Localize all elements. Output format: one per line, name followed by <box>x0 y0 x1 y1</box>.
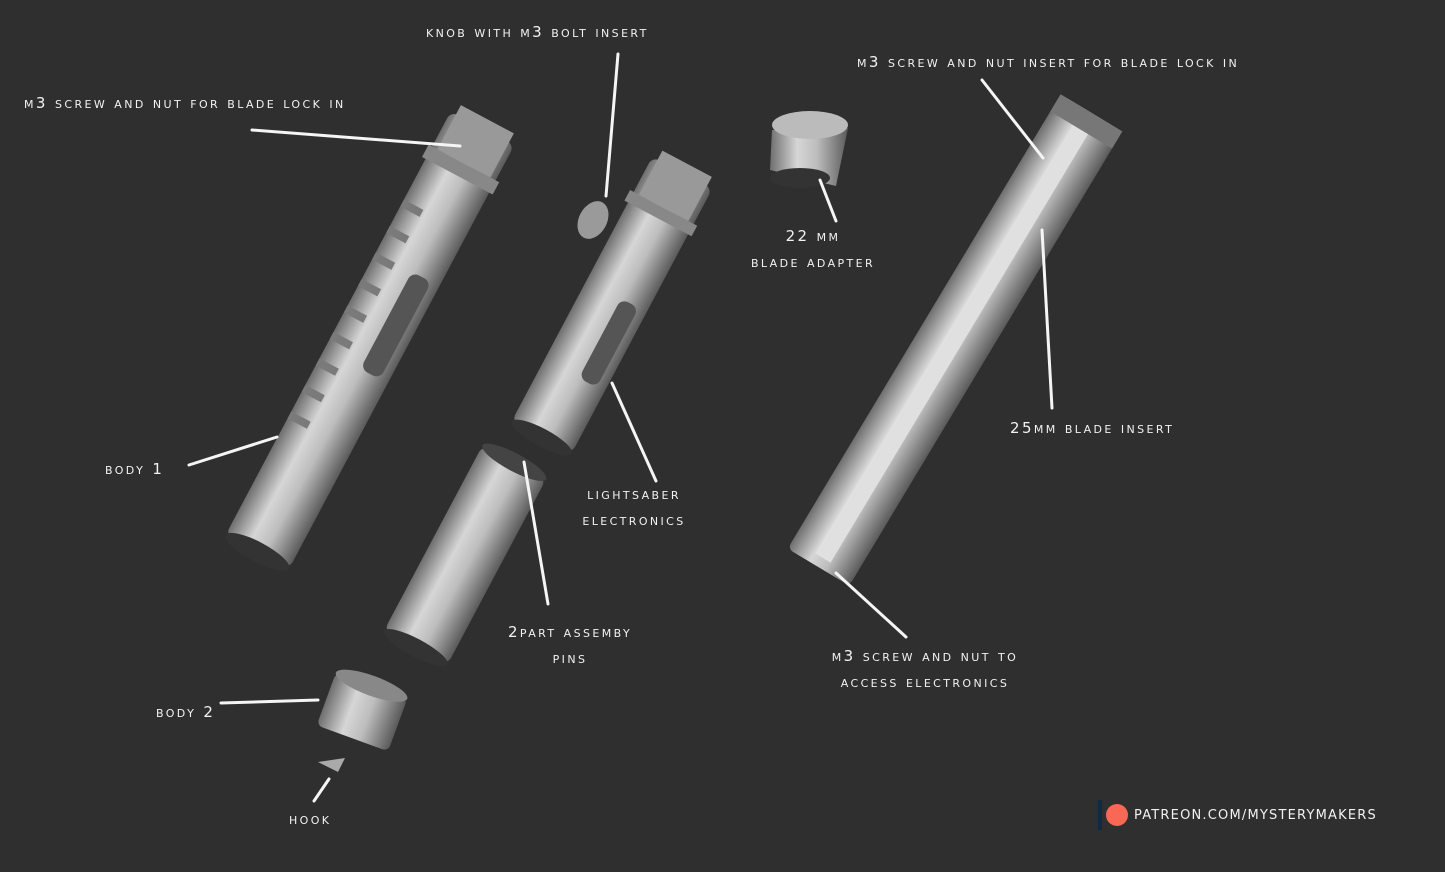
hook-part <box>318 758 345 772</box>
label-text: body 1 <box>105 460 165 478</box>
label-text: blade adapter <box>750 253 876 271</box>
label-text: M3 screw and nut insert for blade lock i… <box>857 53 1240 71</box>
label-text: body 2 <box>156 703 216 721</box>
knob-part <box>577 201 609 239</box>
label-text: electronics <box>582 511 686 529</box>
body-2-pommel <box>318 669 408 750</box>
label-text: lightsaber <box>587 485 681 503</box>
label-knob: knob with M3 bolt insert <box>426 19 649 45</box>
lightsaber-electronics-section <box>511 150 712 456</box>
body-1-hilt <box>225 105 514 571</box>
patreon-link[interactable]: PATREON.COM/MYSTERYMAKERS <box>1098 800 1377 830</box>
label-m3-insert-blade-lock: M3 screw and nut insert for blade lock i… <box>857 49 1239 75</box>
leader-lines <box>187 52 1054 803</box>
label-access-electronics: M3 screw and nut to access electronics <box>804 643 1046 695</box>
label-text: M3 screw and nut for blade lock in <box>24 94 346 112</box>
label-electronics: lightsaber electronics <box>565 481 703 533</box>
label-m3-blade-lock: M3 screw and nut for blade lock in <box>24 90 346 116</box>
label-text: 25mm blade insert <box>1010 419 1175 437</box>
label-body-1: body 1 <box>105 456 164 482</box>
label-text: M3 screw and nut to <box>831 647 1019 665</box>
body-2-lower-section <box>383 443 547 667</box>
patreon-logo-bar-icon <box>1098 800 1102 830</box>
label-text: 2part assemby <box>507 623 633 641</box>
label-blade-adapter: 22 mm blade adapter <box>730 223 896 275</box>
label-text: hook <box>289 810 332 828</box>
label-text: knob with M3 bolt insert <box>426 23 649 41</box>
label-blade-insert: 25mm blade insert <box>1010 415 1174 441</box>
label-text: pins <box>552 649 588 667</box>
label-hook: hook <box>289 806 331 832</box>
blade-adapter-part <box>770 111 848 188</box>
patreon-url[interactable]: PATREON.COM/MYSTERYMAKERS <box>1134 807 1377 823</box>
label-text: 22 mm <box>785 227 841 245</box>
label-body-2: body 2 <box>156 699 215 725</box>
blade-insert-part <box>789 94 1123 584</box>
label-text: access electronics <box>840 673 1010 691</box>
patreon-logo-icon <box>1106 804 1128 826</box>
label-assembly-pins: 2part assemby pins <box>486 619 654 671</box>
